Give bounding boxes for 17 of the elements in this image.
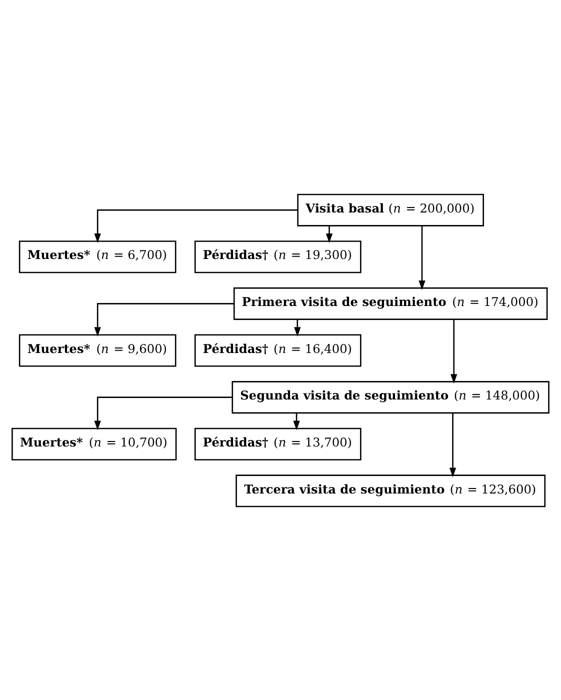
node-box: Primera visita de seguimiento (n = 174,000)	[233, 286, 548, 320]
node-box: Pérdidas† (n = 13,700)	[194, 427, 362, 460]
arrow	[94, 396, 232, 430]
node-box: Pérdidas† (n = 16,400)	[194, 334, 362, 366]
arrow	[94, 208, 298, 242]
arrow	[326, 225, 333, 243]
node-box: Muertes* (n = 10,700)	[12, 427, 177, 460]
node-box: Tercera visita de seguimiento (n = 123,600)	[236, 474, 546, 507]
node-box: Pérdidas† (n = 19,300)	[194, 240, 362, 273]
node-box: Visita basal (n = 200,000)	[297, 193, 484, 226]
node-box: Segunda visita de seguimiento (n = 148,000)	[232, 380, 550, 414]
arrow	[450, 319, 458, 384]
arrow	[449, 412, 456, 477]
node-box: Muertes* (n = 9,600)	[18, 334, 176, 366]
arrow	[94, 302, 234, 336]
node-box: Muertes* (n = 6,700)	[18, 240, 176, 273]
arrow	[418, 225, 426, 290]
